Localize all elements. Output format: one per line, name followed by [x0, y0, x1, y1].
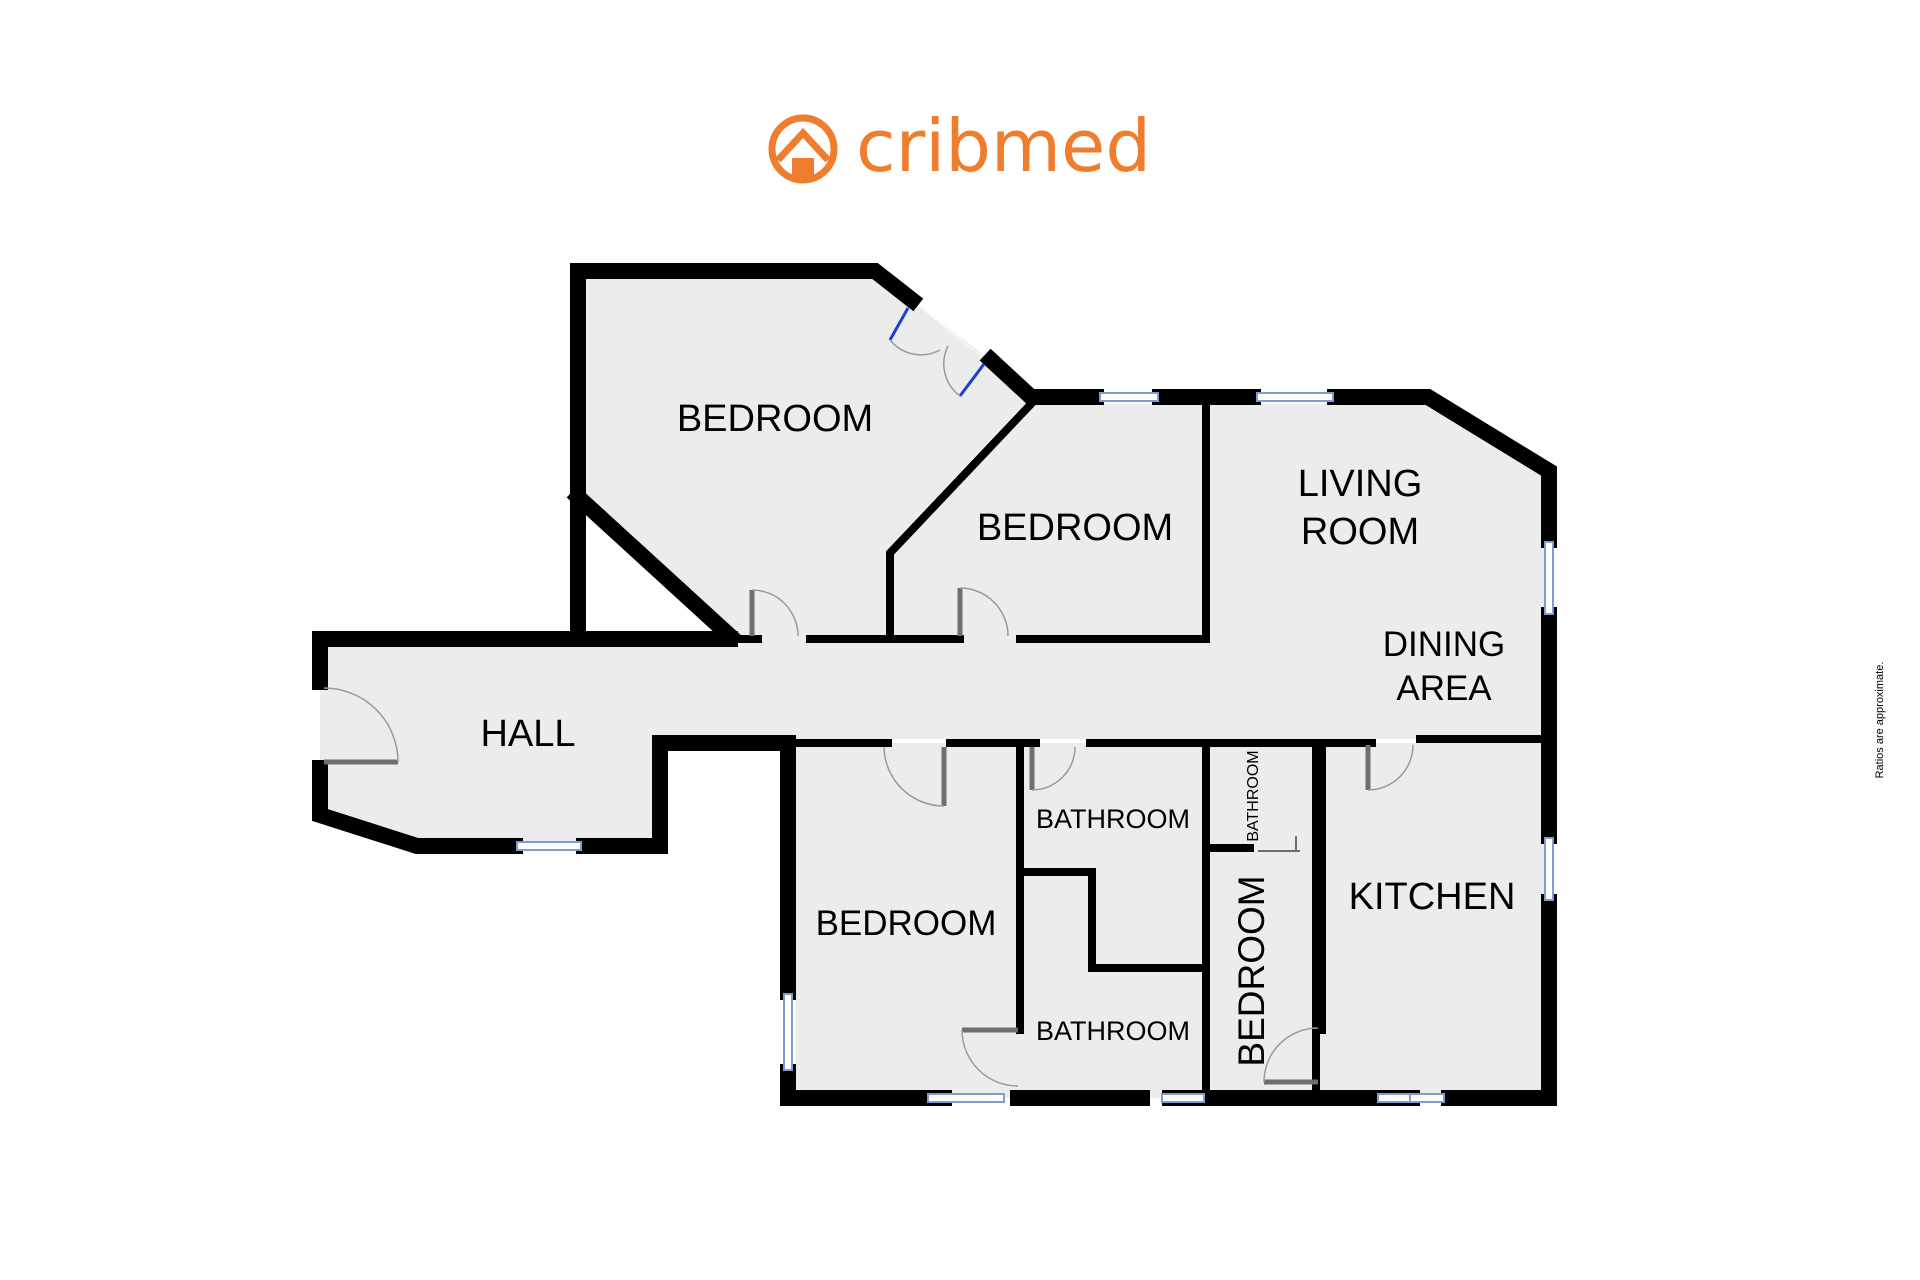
windows [516, 392, 1554, 1103]
balcony-door-left [888, 307, 910, 341]
window-bedroom-side [783, 993, 793, 1071]
label-dining-1: DINING [1383, 625, 1506, 664]
label-living-room-2: ROOM [1301, 511, 1419, 553]
doors [323, 307, 1414, 1087]
floor-bedroom-top [578, 271, 1031, 639]
label-bathroom-upper: BATHROOM [1036, 804, 1190, 834]
floor-bathroom-lower [1020, 965, 1202, 1098]
room-labels: BEDROOM BEDROOM LIVING ROOM DINING AREA … [480, 398, 1515, 1067]
label-kitchen: KITCHEN [1349, 876, 1516, 918]
brand-logo: cribmed [768, 104, 1151, 188]
label-bedroom-top: BEDROOM [677, 398, 873, 440]
label-bedroom-mid: BEDROOM [977, 507, 1173, 549]
exterior-walls [312, 263, 1557, 1106]
window-bedroom-mid [1099, 392, 1159, 402]
balcony-door-right [958, 363, 986, 397]
floor-kitchen [1316, 743, 1552, 1098]
label-bathroom-lower: BATHROOM [1036, 1016, 1190, 1046]
window-living [1256, 392, 1334, 402]
window-living-side [1544, 541, 1554, 615]
label-living-room-1: LIVING [1298, 463, 1423, 505]
house-in-circle-icon [768, 114, 838, 184]
floor-fills [320, 271, 1552, 1098]
floor-bedroom-bottom [796, 743, 1020, 1098]
window-kitchen-side [1544, 837, 1554, 901]
window-bedroom-bottom [927, 1093, 1005, 1103]
label-bathroom-small: BATHROOM [1245, 750, 1262, 841]
label-bedroom-narrow: BEDROOM [1231, 875, 1272, 1066]
brand-name: cribmed [856, 104, 1151, 188]
floor-bedroom-mid [890, 404, 1206, 639]
interior-walls [726, 398, 1556, 1102]
floor-hall [320, 639, 1552, 843]
floor-bathroom-upper [1020, 743, 1202, 965]
window-hall [516, 841, 582, 851]
label-dining-2: AREA [1396, 669, 1492, 708]
window-kitchen-bottom-2 [1409, 1093, 1445, 1103]
label-hall: HALL [480, 713, 575, 755]
label-bedroom-bottom: BEDROOM [816, 904, 997, 943]
floor-bedroom-narrow [1206, 848, 1316, 1098]
floor-bathroom-small [1206, 743, 1316, 848]
ratio-note: Ratios are approximate. [1874, 662, 1886, 779]
window-kitchen-bottom [1377, 1093, 1411, 1103]
window-bathroom-bottom [1161, 1093, 1205, 1103]
